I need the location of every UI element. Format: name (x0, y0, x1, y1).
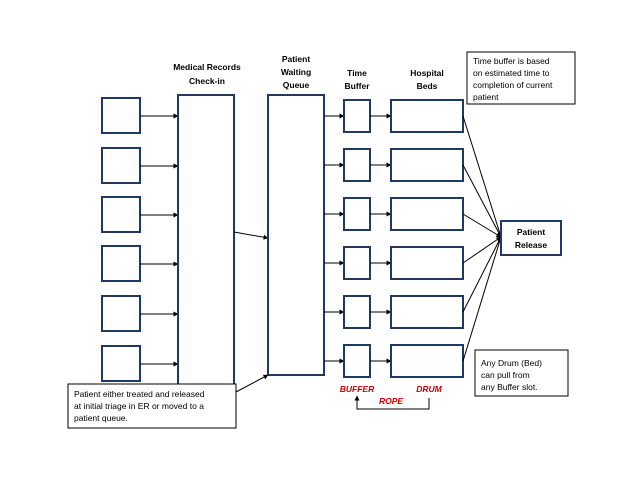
patient-release-label: Patient (517, 227, 546, 237)
svg-text:at initial triage in ER or mov: at initial triage in ER or moved to a (74, 401, 204, 411)
svg-text:Medical Records: Medical Records (173, 62, 241, 72)
hospital-bed-box (390, 295, 464, 329)
arrival-box (101, 196, 141, 233)
time-buffer-note (466, 51, 576, 105)
arrow (462, 236, 503, 362)
svg-text:Time buffer is based: Time buffer is based (473, 56, 550, 66)
medical-records-checkin-box (177, 94, 235, 386)
arrow (462, 236, 502, 264)
svg-text:Any Drum (Bed): Any Drum (Bed) (481, 358, 542, 368)
buffer-label: BUFFER (340, 384, 375, 394)
triage-note-text: Patient either treated and released at i… (74, 389, 205, 423)
time-buffer-box (343, 295, 371, 329)
drum-note-text: Any Drum (Bed) can pull from any Buffer … (481, 358, 542, 392)
arrival-box (101, 147, 141, 184)
svg-text:can pull from: can pull from (481, 370, 530, 380)
header-medical-records: Medical Records Check-in (173, 62, 241, 86)
arrow (462, 213, 502, 238)
triage-note (67, 383, 237, 429)
arrow (233, 231, 269, 240)
hospital-bed-box (390, 246, 464, 280)
drum-label: DRUM (416, 384, 442, 394)
svg-text:Hospital: Hospital (410, 68, 444, 78)
svg-text:completion of current: completion of current (473, 80, 553, 90)
hospital-bed-box (390, 197, 464, 231)
svg-text:Beds: Beds (417, 81, 438, 91)
svg-text:Waiting: Waiting (281, 67, 311, 77)
time-buffer-box (343, 344, 371, 378)
svg-text:Buffer: Buffer (344, 81, 370, 91)
arrow (462, 236, 502, 313)
svg-text:Patient either treated and rel: Patient either treated and released (74, 389, 205, 399)
header-time-buffer: Time Buffer (344, 68, 370, 91)
svg-text:patient queue.: patient queue. (74, 413, 128, 423)
svg-text:patient: patient (473, 92, 499, 102)
rope-connector (354, 395, 430, 410)
patient-waiting-queue-box (267, 94, 325, 376)
arrival-box (101, 295, 141, 332)
hospital-bed-box (390, 99, 464, 133)
time-buffer-box (343, 148, 371, 182)
arrow (235, 374, 269, 393)
svg-text:any Buffer slot.: any Buffer slot. (481, 382, 538, 392)
svg-text:on estimated time to: on estimated time to (473, 68, 550, 78)
patient-release-box (500, 220, 562, 256)
arrow (462, 115, 503, 238)
arrival-box (101, 97, 141, 134)
rope-label: ROPE (379, 396, 403, 406)
svg-text:Time: Time (347, 68, 367, 78)
time-buffer-box (343, 197, 371, 231)
arrival-box (101, 345, 141, 382)
svg-text:Check-in: Check-in (189, 76, 225, 86)
svg-text:Queue: Queue (283, 80, 310, 90)
hospital-bed-box (390, 148, 464, 182)
time-buffer-box (343, 99, 371, 133)
time-buffer-note-text: Time buffer is based on estimated time t… (473, 56, 553, 102)
header-hospital-beds: Hospital Beds (410, 68, 444, 91)
time-buffer-box (343, 246, 371, 280)
hospital-bed-box (390, 344, 464, 378)
arrow (462, 164, 502, 238)
svg-text:Patient: Patient (282, 54, 311, 64)
patient-release-label: Release (515, 240, 547, 250)
arrival-box (101, 245, 141, 282)
header-patient-waiting-queue: Patient Waiting Queue (281, 54, 311, 90)
drum-note (474, 349, 569, 397)
